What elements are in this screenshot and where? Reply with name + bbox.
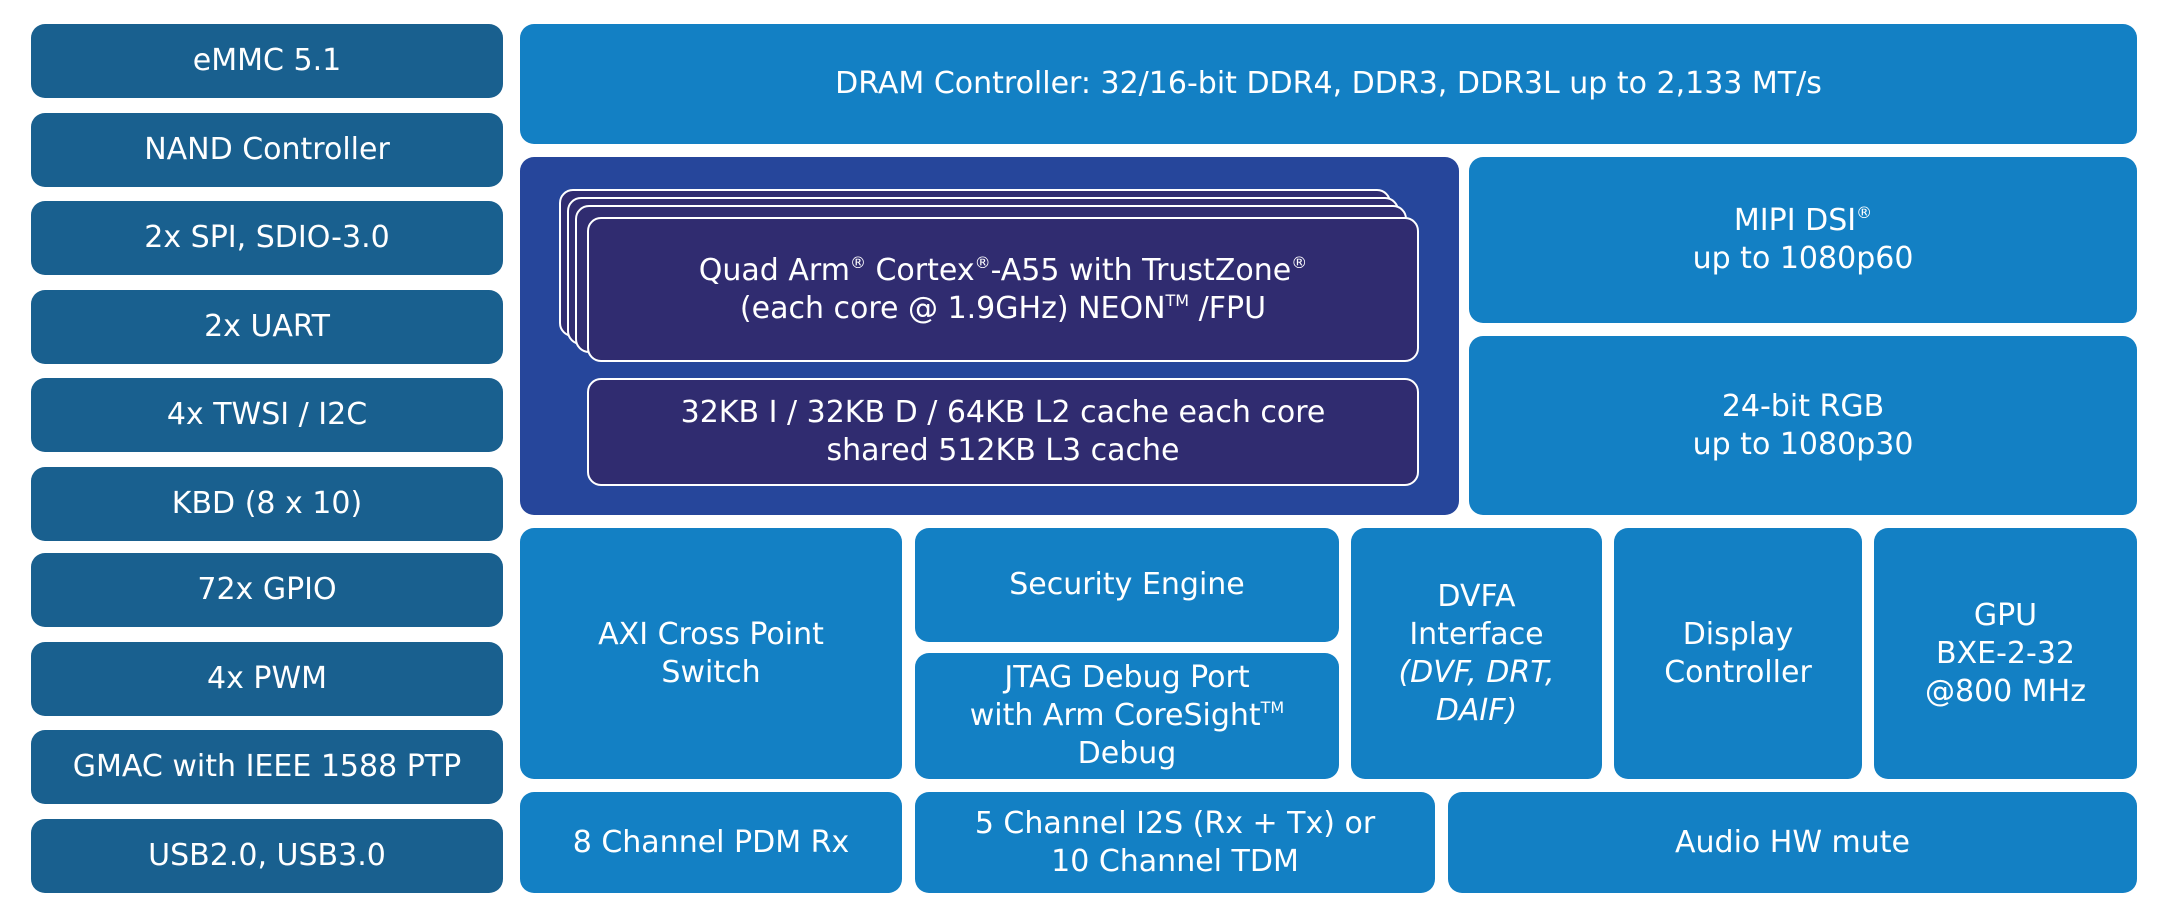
block-label: USB2.0, USB3.0 (148, 838, 386, 873)
block-label: 4x TWSI / I2C (166, 397, 368, 432)
trademark-mark: TM (1260, 698, 1285, 717)
interface-block-uart: 2x UART (31, 290, 503, 364)
interface-block-nand: NAND Controller (31, 113, 503, 187)
cache-line-2: shared 512KB L3 cache (826, 433, 1180, 468)
text: /FPU (1189, 290, 1267, 326)
block-label: 2x UART (204, 309, 330, 344)
text: (each core @ 1.9GHz) NEON (739, 290, 1166, 326)
text: MIPI DSI (1733, 203, 1857, 238)
text: Quad Arm (698, 252, 850, 288)
gpu-line-2: BXE-2-32 (1936, 635, 2075, 671)
cache-line-1: 32KB I / 32KB D / 64KB L2 cache each cor… (680, 395, 1326, 430)
cpu-core-line-1: Quad Arm® Cortex®-A55 with TrustZone® (699, 252, 1307, 290)
block-label: GMAC with IEEE 1588 PTP (72, 749, 462, 784)
registered-mark: ® (1291, 252, 1308, 272)
i2s-line-1: 5 Channel I2S (Rx + Tx) or (974, 805, 1376, 841)
audio-hw-mute-label: Audio HW mute (1674, 824, 1911, 860)
axi-switch-block: AXI Cross Point Switch (520, 528, 902, 779)
security-engine-block: Security Engine (915, 528, 1339, 642)
interface-block-spi-sdio: 2x SPI, SDIO-3.0 (31, 201, 503, 275)
rgb-line-1: 24-bit RGB (1721, 388, 1885, 424)
dram-controller-block: DRAM Controller: 32/16-bit DDR4, DDR3, D… (520, 24, 2137, 144)
registered-mark: ® (974, 252, 991, 272)
mipi-dsi-block: MIPI DSI® up to 1080p60 (1469, 157, 2137, 323)
interface-block-emmc: eMMC 5.1 (31, 24, 503, 98)
registered-mark: ® (1856, 203, 1873, 222)
cpu-subsystem-block: Quad Arm® Cortex®-A55 with TrustZone® (e… (520, 157, 1459, 515)
mipi-line-2: up to 1080p60 (1692, 241, 1914, 276)
interface-block-kbd: KBD (8 x 10) (31, 467, 503, 541)
interface-block-gmac: GMAC with IEEE 1588 PTP (31, 730, 503, 804)
axi-line-1: AXI Cross Point (598, 616, 824, 652)
jtag-debug-block: JTAG Debug Port with Arm CoreSightTM Deb… (915, 653, 1339, 779)
display-controller-line-2: Controller (1664, 654, 1812, 690)
pdm-rx-block: 8 Channel PDM Rx (520, 792, 902, 893)
display-controller-block: Display Controller (1614, 528, 1862, 779)
dvfa-line-3: (DVF, DRT, (1398, 654, 1555, 690)
gpu-block: GPU BXE-2-32 @800 MHz (1874, 528, 2137, 779)
text: with Arm CoreSight (969, 698, 1261, 733)
gpu-line-3: @800 MHz (1925, 673, 2086, 709)
block-label: 72x GPIO (197, 572, 337, 607)
interface-block-pwm: 4x PWM (31, 642, 503, 716)
dvfa-line-4: DAIF) (1435, 692, 1518, 728)
jtag-line-2: with Arm CoreSightTM (970, 697, 1284, 735)
cache-block: 32KB I / 32KB D / 64KB L2 cache each cor… (587, 378, 1419, 486)
interface-block-twsi-i2c: 4x TWSI / I2C (31, 378, 503, 452)
block-label: 2x SPI, SDIO-3.0 (144, 220, 390, 255)
block-label: KBD (8 x 10) (171, 486, 363, 521)
block-label: 4x PWM (206, 661, 327, 696)
dram-controller-label: DRAM Controller: 32/16-bit DDR4, DDR3, D… (835, 66, 1822, 101)
cpu-core-line-2: (each core @ 1.9GHz) NEONTM /FPU (699, 290, 1307, 328)
registered-mark: ® (849, 252, 866, 272)
cpu-core-block: Quad Arm® Cortex®-A55 with TrustZone® (e… (587, 217, 1419, 362)
rgb-line-2: up to 1080p30 (1692, 426, 1914, 462)
interface-block-usb: USB2.0, USB3.0 (31, 819, 503, 893)
dvfa-interface-block: DVFA Interface (DVF, DRT, DAIF) (1351, 528, 1602, 779)
security-engine-label: Security Engine (1009, 567, 1245, 602)
mipi-line-1: MIPI DSI® (1693, 202, 1914, 240)
axi-line-2: Switch (661, 654, 761, 690)
jtag-line-3: Debug (1077, 736, 1177, 771)
pdm-rx-label: 8 Channel PDM Rx (572, 824, 850, 860)
i2s-tdm-block: 5 Channel I2S (Rx + Tx) or 10 Channel TD… (915, 792, 1435, 893)
block-label: NAND Controller (144, 132, 390, 167)
jtag-line-1: JTAG Debug Port (1004, 660, 1250, 695)
trademark-mark: TM (1165, 290, 1190, 310)
dvfa-line-2: Interface (1409, 616, 1544, 652)
block-label: eMMC 5.1 (192, 43, 342, 78)
i2s-line-2: 10 Channel TDM (1051, 843, 1299, 879)
dvfa-line-1: DVFA (1437, 578, 1516, 614)
text: Cortex (865, 252, 975, 288)
display-controller-line-1: Display (1682, 616, 1794, 652)
audio-hw-mute-block: Audio HW mute (1448, 792, 2137, 893)
text: -A55 with TrustZone (990, 252, 1292, 288)
interface-block-gpio: 72x GPIO (31, 553, 503, 627)
gpu-line-1: GPU (1973, 597, 2038, 633)
rgb-output-block: 24-bit RGB up to 1080p30 (1469, 336, 2137, 515)
